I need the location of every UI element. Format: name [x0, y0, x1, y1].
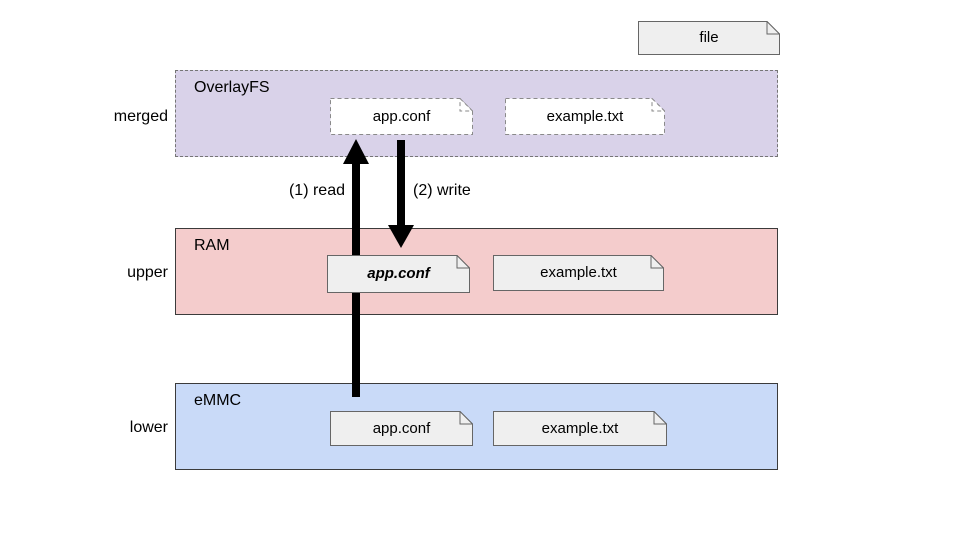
- file-lower-app-conf: app.conf: [330, 411, 473, 446]
- file-icon: [505, 98, 665, 135]
- file-icon: [330, 411, 473, 446]
- file-merged-example-txt: example.txt: [505, 98, 665, 135]
- layer-lower-emmc: eMMC: [175, 383, 778, 470]
- legend-file-box: file: [638, 21, 780, 55]
- layer-upper-ram: RAM: [175, 228, 778, 315]
- write-arrow-label: (2) write: [413, 182, 471, 199]
- layer-merged-overlayfs: OverlayFS: [175, 70, 778, 157]
- file-label: example.txt: [541, 419, 619, 437]
- layer-label-ram: RAM: [194, 237, 230, 254]
- row-label-merged: merged: [113, 108, 168, 125]
- file-upper-example-txt: example.txt: [493, 255, 664, 291]
- file-label: app.conf: [367, 265, 430, 282]
- file-icon: [493, 255, 664, 291]
- file-merged-app-conf: app.conf: [330, 98, 473, 135]
- legend-file-label: file: [699, 29, 719, 46]
- file-upper-app-conf: app.conf: [327, 255, 470, 293]
- file-label: example.txt: [546, 107, 624, 125]
- row-label-lower: lower: [129, 419, 168, 436]
- file-icon: [330, 98, 473, 135]
- read-arrow-label: (1) read: [288, 182, 345, 199]
- file-icon: [327, 255, 470, 293]
- row-label-upper: upper: [127, 264, 168, 281]
- file-lower-example-txt: example.txt: [493, 411, 667, 446]
- layer-label-overlayfs: OverlayFS: [194, 79, 270, 96]
- file-label: example.txt: [540, 264, 617, 281]
- write-arrow: [388, 140, 414, 248]
- file-label: app.conf: [372, 107, 431, 125]
- file-label: app.conf: [372, 419, 431, 437]
- layer-label-emmc: eMMC: [194, 392, 242, 409]
- file-icon: [493, 411, 667, 446]
- file-icon: [638, 21, 780, 55]
